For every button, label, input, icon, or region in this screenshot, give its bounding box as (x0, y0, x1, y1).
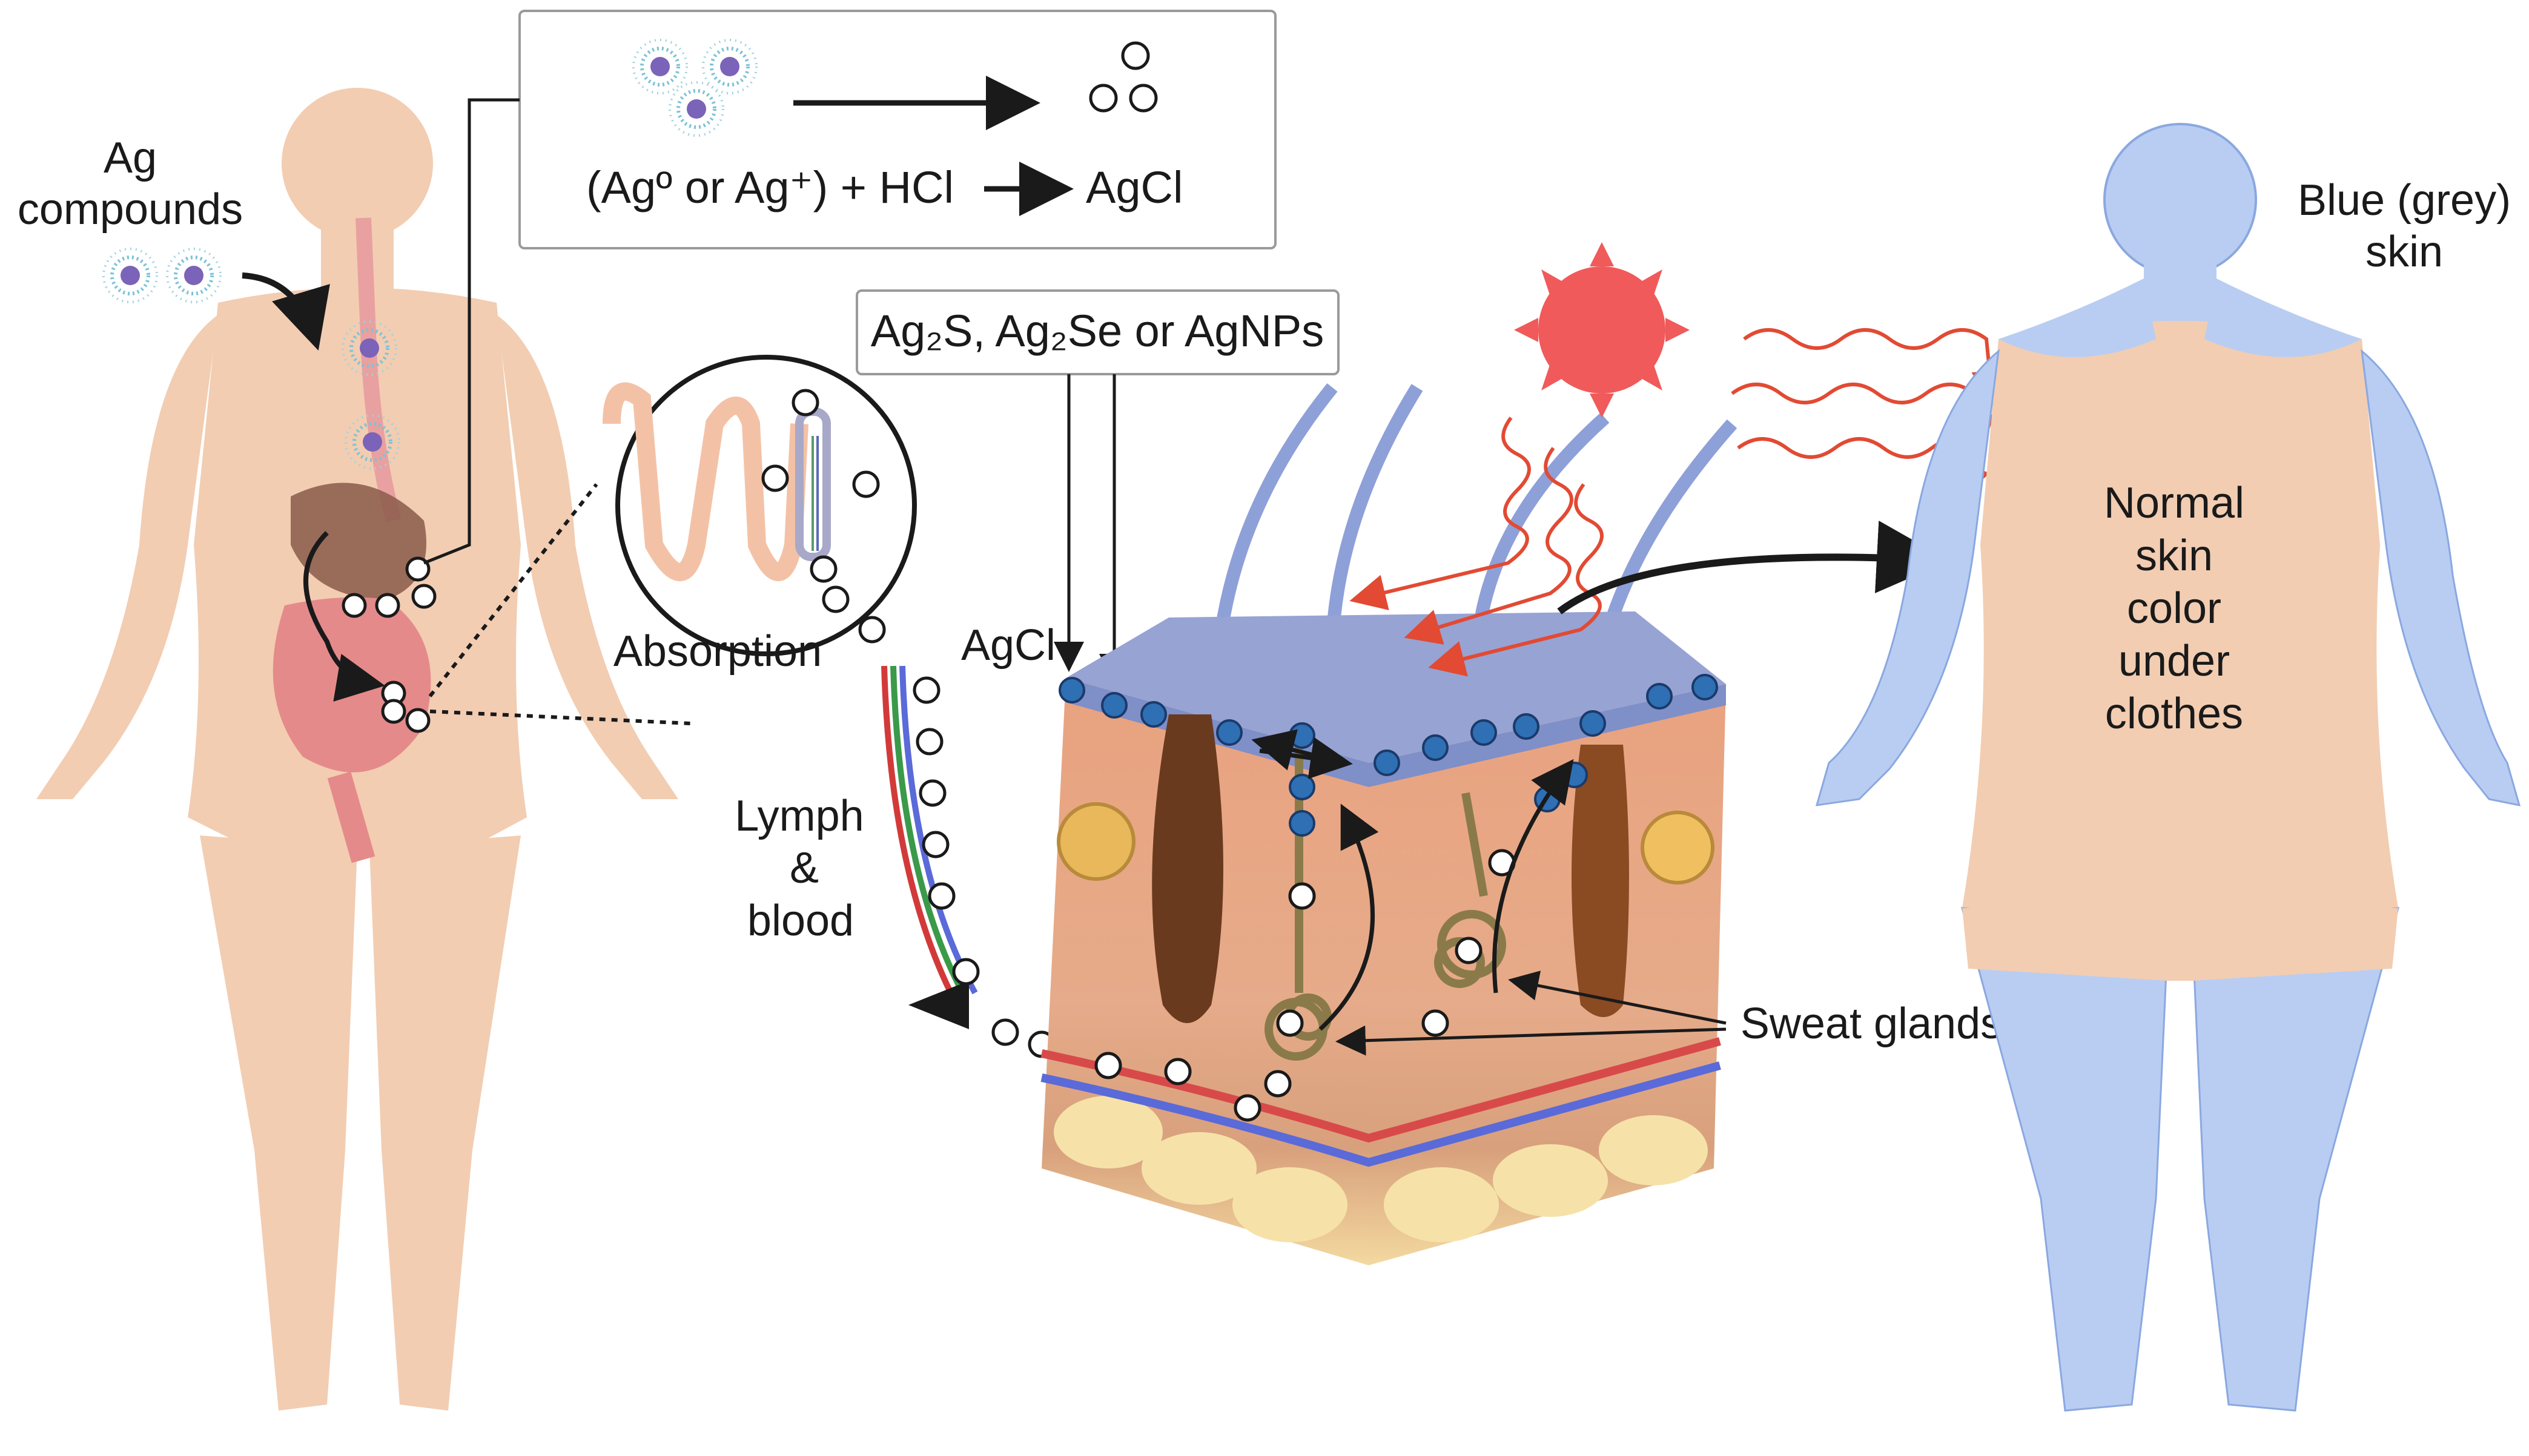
blue-skin-label-1: Blue (grey) (2298, 176, 2511, 225)
equation-left-text: (Agº or Ag⁺) + HCl (586, 162, 954, 212)
lymph-label-1: Lymph (735, 792, 864, 840)
lymph-label-3: blood (747, 897, 854, 945)
nanoparticle-icon (167, 249, 220, 302)
right-human-figure (1815, 123, 2521, 1412)
agcl-particle-icon (1089, 41, 1158, 113)
agcl-label: AgCl (961, 621, 1056, 670)
skin-cross-section (1040, 383, 1737, 1265)
magnifier-zoom-line-upper (428, 483, 598, 697)
box-leader-line (423, 98, 520, 565)
reaction-box: (Agº or Ag⁺) + HCl AgCl (518, 10, 1277, 249)
blue-skin-label-2: skin (2365, 228, 2443, 276)
normal-skin-label-2: skin (2135, 532, 2213, 580)
normal-skin-label-3: color (2127, 584, 2221, 633)
sun-icon (1514, 242, 1690, 418)
surface-species-text: Ag₂S, Ag₂Se or AgNPs (871, 306, 1324, 356)
agcl-particle-icon (761, 389, 886, 644)
sweat-gland-pointer-2 (1508, 970, 1727, 1025)
nanoparticle-icon (104, 249, 157, 302)
ag-compounds-label-1: Ag (104, 134, 157, 182)
left-human-figure (36, 88, 678, 1411)
sweat-gland-pointer-1 (1335, 1025, 1727, 1056)
uv-rays (1349, 328, 2008, 677)
agcl-particle-icon (342, 556, 437, 733)
agcl-particle-icon (1094, 849, 1516, 1122)
absorption-magnifier: Absorption (603, 355, 917, 676)
lymph-blood-vessels: AgCl Lymph & blood (735, 621, 1056, 1058)
normal-skin-label-1: Normal (2104, 479, 2244, 527)
lymph-label-2: & (790, 844, 819, 892)
skin-to-body-arrow (1557, 521, 1949, 614)
absorption-label: Absorption (613, 627, 822, 676)
vessel-arrowhead (908, 981, 969, 1029)
normal-skin-label-5: clothes (2105, 690, 2243, 738)
ag-compounds-label-2: compounds (18, 185, 243, 234)
normal-skin-label-4: under (2118, 637, 2230, 685)
sweat-glands-label: Sweat glands (1741, 1000, 2002, 1048)
equation-right-text: AgCl (1086, 162, 1183, 212)
surface-species-label-box: Ag₂S, Ag₂Se or AgNPs (856, 289, 1340, 684)
agcl-particle-icon (913, 676, 1056, 1058)
